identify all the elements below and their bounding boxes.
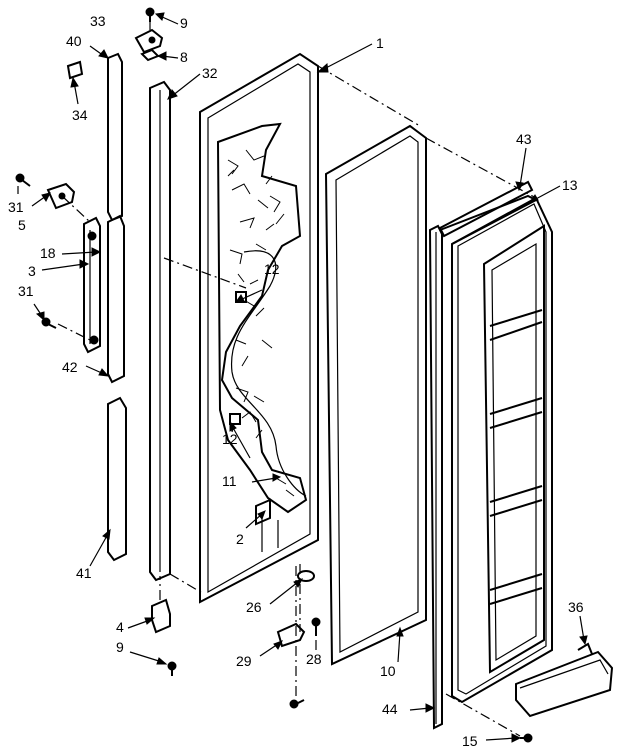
- callout-44: 44: [382, 701, 398, 717]
- trim-bottom-41: [107, 396, 127, 562]
- callout-31-bottom: 31: [18, 283, 34, 299]
- trim-middle-42: [107, 214, 125, 384]
- callout-13: 13: [562, 177, 578, 193]
- long-trim-32: [149, 80, 171, 582]
- callout-labels: 1 9 33 8 40 32 34 31 5 18 3 31 42 41 4 9…: [8, 13, 584, 749]
- callout-36: 36: [568, 599, 584, 615]
- callout-43: 43: [516, 131, 532, 147]
- callout-10: 10: [380, 663, 396, 679]
- door-gasket: [324, 124, 427, 666]
- callout-11: 11: [222, 473, 237, 489]
- callout-42: 42: [62, 359, 78, 375]
- callout-12-top: 12: [264, 261, 280, 277]
- leader-lines: [17, 12, 588, 743]
- callout-5: 5: [18, 217, 26, 233]
- callout-12-bottom: 12: [222, 431, 238, 447]
- inner-door-liner: [439, 194, 553, 704]
- top-trim-strip: [438, 180, 534, 238]
- hinge-29: [276, 622, 306, 648]
- screw-31-top: [15, 173, 31, 187]
- callout-1: 1: [376, 35, 384, 51]
- hinge-4: [151, 598, 171, 634]
- door-shelves: [489, 309, 543, 605]
- screw-9-top: [145, 7, 155, 22]
- screw-28: [311, 617, 321, 636]
- trim-top-left-40: [107, 52, 123, 222]
- callout-26: 26: [246, 599, 262, 615]
- callout-34: 34: [72, 107, 88, 123]
- callout-40: 40: [66, 33, 82, 49]
- callout-28: 28: [306, 651, 322, 667]
- callout-29: 29: [236, 653, 252, 669]
- callout-31-top: 31: [8, 199, 24, 215]
- callout-18: 18: [40, 245, 56, 261]
- callout-15: 15: [462, 733, 478, 749]
- outer-door-panel: [199, 52, 319, 604]
- callout-2: 2: [236, 531, 244, 547]
- foam-texture: [227, 149, 295, 497]
- callout-32: 32: [202, 65, 218, 81]
- door-bin: [515, 642, 614, 718]
- callout-9-top: 9: [180, 15, 188, 31]
- callout-8: 8: [180, 49, 188, 65]
- cam-26: [297, 570, 315, 582]
- callout-4: 4: [116, 619, 124, 635]
- screw-28-lower: [289, 699, 305, 709]
- callout-9-bottom: 9: [116, 639, 124, 655]
- callout-33: 33: [90, 13, 106, 29]
- callout-41: 41: [76, 565, 92, 581]
- callout-3: 3: [28, 263, 36, 279]
- label-34: [66, 60, 84, 80]
- handle-bracket-5: [46, 182, 76, 210]
- door-handle: [83, 216, 101, 354]
- alignment-lines: [57, 22, 537, 737]
- screw-9-bottom: [167, 661, 177, 676]
- screw-15: [520, 733, 533, 743]
- door-seal-strip: [428, 224, 443, 730]
- hinge-33: [134, 28, 164, 54]
